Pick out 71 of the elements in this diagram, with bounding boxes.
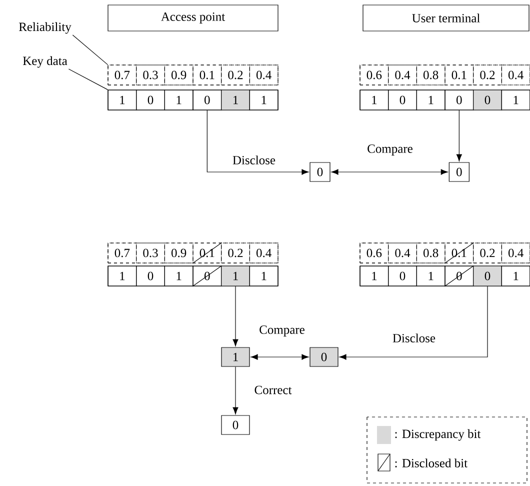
arrow: [456, 110, 462, 162]
value-cell: 0.1: [192, 64, 222, 86]
value-cell: 0.8: [416, 242, 446, 264]
leader-line: [68, 68, 108, 90]
bit-box: 1: [221, 347, 250, 367]
value-cell: 0.4: [249, 242, 278, 264]
reliability-row: [360, 242, 530, 264]
bit-cell: 1: [108, 266, 137, 286]
edge-label: Compare: [258, 324, 306, 338]
arrow: [250, 354, 309, 360]
reliability-row: [108, 242, 278, 264]
value-cell: 0.3: [136, 242, 165, 264]
value-cell: 0.2: [473, 242, 502, 264]
value-cell: 0.9: [164, 242, 194, 264]
edge-label: Correct: [253, 384, 293, 396]
edge-label: Disclose: [231, 154, 277, 166]
legend-text: : Disclosed bit: [395, 458, 468, 468]
bit-cell: 0: [388, 90, 417, 110]
value-cell: 0.4: [388, 242, 417, 264]
bit-cell: 0: [388, 266, 417, 286]
value-cell: 0.7: [108, 64, 137, 86]
bit-cell: 1: [221, 90, 250, 110]
legend-text: : Discrepancy bit: [395, 429, 481, 441]
bit-cell: 1: [221, 266, 250, 286]
row-label: Reliability: [18, 22, 72, 34]
value-cell: 0.7: [108, 242, 137, 264]
arrow: [206, 110, 309, 175]
value-cell: 0.2: [221, 64, 250, 86]
value-cell: 0.4: [249, 64, 278, 86]
bit-cell: 1: [164, 90, 194, 110]
bit-cell: 1: [501, 266, 530, 286]
bit-cell: 1: [164, 266, 194, 286]
row-label: Key data: [22, 56, 68, 68]
value-cell: 0.3: [136, 64, 165, 86]
value-cell: 0.4: [501, 242, 530, 264]
edge-label: Disclose: [391, 332, 437, 344]
bit-cell: 1: [249, 266, 278, 286]
value-cell: 0.6: [360, 64, 389, 86]
bit-box: 0: [310, 162, 330, 182]
bit-cell: 1: [501, 90, 530, 110]
value-cell: 0.6: [360, 242, 389, 264]
bit-cell: 1: [360, 266, 389, 286]
bit-cell: 1: [108, 90, 137, 110]
bit-cell: 0: [136, 90, 165, 110]
arrow: [339, 286, 488, 360]
bit-box: 0: [221, 415, 250, 435]
value-cell: 0.2: [473, 64, 502, 86]
bit-cell: 0: [473, 90, 502, 110]
reliability-row: [108, 64, 278, 86]
bit-box: 0: [310, 347, 338, 367]
bit-cell: 1: [416, 266, 446, 286]
value-cell: 0.1: [444, 64, 474, 86]
reliability-row: [360, 64, 530, 86]
header-box: Access point: [108, 4, 278, 32]
bit-box: 0: [448, 162, 470, 182]
value-cell: 0.8: [416, 64, 446, 86]
leader-line: [72, 34, 108, 65]
value-cell: 0.4: [388, 64, 417, 86]
bit-cell: 1: [416, 90, 446, 110]
arrow: [331, 169, 448, 175]
bit-cell: 1: [360, 90, 389, 110]
arrow: [232, 286, 238, 346]
value-cell: 0.9: [164, 64, 194, 86]
bit-cell: 1: [249, 90, 278, 110]
bit-cell: 0: [473, 266, 502, 286]
value-cell: 0.2: [221, 242, 250, 264]
bit-cell: 0: [136, 266, 165, 286]
header-box: User terminal: [362, 4, 530, 32]
value-cell: 0.4: [501, 64, 530, 86]
arrow: [232, 366, 238, 414]
edge-label: Compare: [366, 144, 414, 156]
